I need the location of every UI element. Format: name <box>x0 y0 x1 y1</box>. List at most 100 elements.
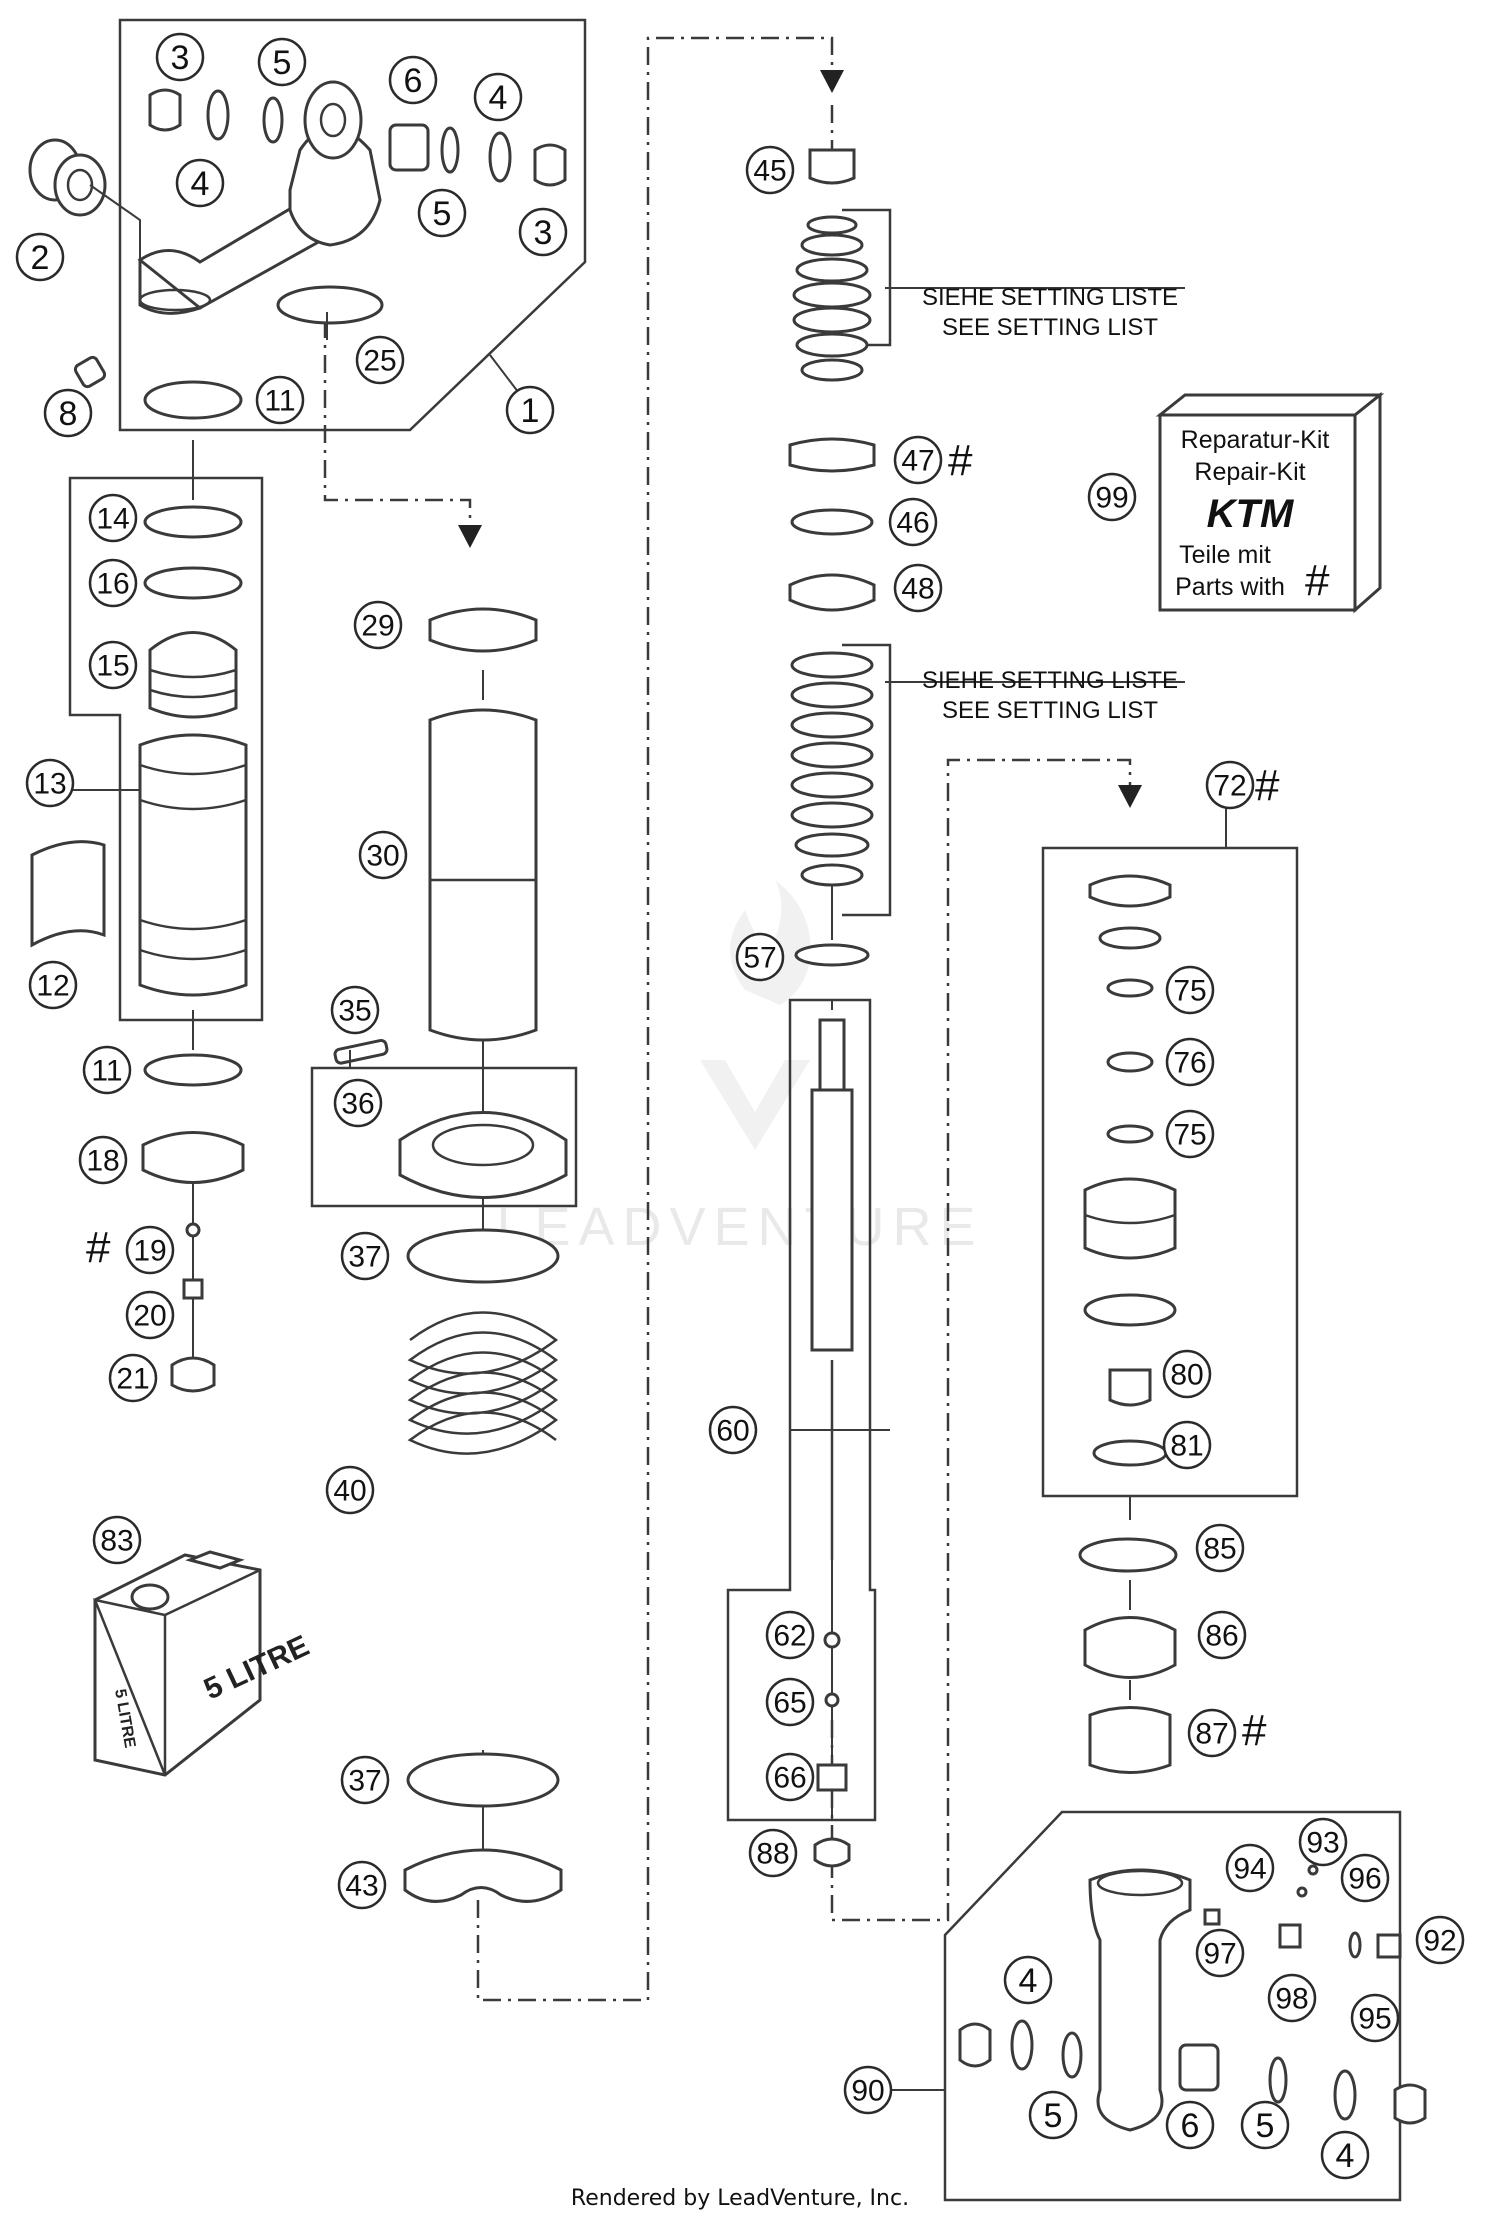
callout-circle <box>1240 2100 1290 2150</box>
reservoir-parts <box>30 505 248 1393</box>
callout-2: 2 <box>15 232 65 282</box>
callout-circle <box>893 563 943 613</box>
repair-kit-box: Reparatur-Kit Repair-Kit KTM Teile mit P… <box>1155 391 1385 614</box>
callout-number: 95 <box>1358 2003 1391 2036</box>
callout-circle <box>88 640 138 690</box>
callout-circle <box>337 1860 387 1910</box>
callout-number: 46 <box>896 507 929 540</box>
callout-57: 57 <box>735 932 785 982</box>
callout-circle <box>155 32 205 82</box>
hash-mark-87: # <box>1242 1706 1267 1755</box>
callout-30: 30 <box>358 830 408 880</box>
callout-circle <box>175 158 225 208</box>
spring-column <box>333 607 568 1903</box>
callout-circle <box>735 932 785 982</box>
callout-number: 5 <box>1256 2107 1275 2145</box>
callout-circle <box>43 388 93 438</box>
callout-18: 18 <box>78 1135 128 1185</box>
setting-note-de-1: SIEHE SETTING LISTE <box>922 284 1178 311</box>
callout-circle <box>88 558 138 608</box>
callout-81: 81 <box>1162 1420 1212 1470</box>
callout-75: 75 <box>1165 965 1215 1015</box>
callout-29: 29 <box>353 600 403 650</box>
callout-number: 30 <box>366 840 399 873</box>
box-reservoir-assembly <box>68 476 264 1022</box>
callout-number: 76 <box>1173 1047 1206 1080</box>
upper-mount <box>137 80 382 315</box>
callout-5: 5 <box>257 37 307 87</box>
callout-circle <box>1267 1973 1317 2023</box>
callout-number: 3 <box>534 214 553 252</box>
callout-circle <box>1028 2090 1078 2140</box>
callout-circle <box>1195 1523 1245 1573</box>
callout-37: 37 <box>340 1231 390 1281</box>
callout-62: 62 <box>765 1610 815 1660</box>
callout-circle <box>325 1465 375 1515</box>
callout-number: 45 <box>753 155 786 188</box>
hash-mark-19: # <box>86 1223 111 1272</box>
callout-15: 15 <box>88 640 138 690</box>
group-boxes <box>68 18 1402 2202</box>
callout-number: 11 <box>91 1055 122 1088</box>
callout-number: 86 <box>1205 1620 1238 1653</box>
oil-can: 5 LITRE 5 LITRE <box>92 1550 314 1777</box>
callout-20: 20 <box>125 1290 175 1340</box>
callout-number: 62 <box>773 1620 806 1653</box>
callout-circle <box>92 1515 142 1565</box>
callout-46: 46 <box>888 497 938 547</box>
callout-11: 11 <box>255 375 305 425</box>
callout-circle <box>1205 760 1255 810</box>
callout-72: 72 <box>1205 760 1255 810</box>
callout-number: 83 <box>100 1525 133 1558</box>
callout-number: 13 <box>33 768 66 801</box>
center-shaft-stack <box>788 148 876 1868</box>
callout-number: 5 <box>273 44 292 82</box>
box-pivot-assembly <box>118 18 587 432</box>
callout-number: 75 <box>1173 975 1206 1008</box>
kit-line-3: Teile mit <box>1179 541 1271 569</box>
callout-circle <box>28 960 78 1010</box>
callout-number: 29 <box>361 610 394 643</box>
callout-5: 5 <box>417 188 467 238</box>
callout-circle <box>505 385 555 435</box>
callout-number: 81 <box>1170 1430 1203 1463</box>
callout-circle <box>1003 1955 1053 2005</box>
callout-19: 19 <box>125 1225 175 1275</box>
axis-lines <box>192 440 1131 1860</box>
callout-45: 45 <box>745 145 795 195</box>
callout-4: 4 <box>1003 1955 1053 2005</box>
part-2-bushing <box>28 138 107 217</box>
callout-number: 35 <box>338 995 371 1028</box>
callout-number: 12 <box>36 970 69 1003</box>
callout-circle <box>843 2065 893 2115</box>
callout-number: 65 <box>773 1687 806 1720</box>
callout-number: 40 <box>333 1475 366 1508</box>
callout-number: 14 <box>96 503 129 536</box>
callout-3: 3 <box>155 32 205 82</box>
callout-6: 6 <box>1165 2100 1215 2150</box>
callout-number: 2 <box>31 239 50 277</box>
callout-circle <box>1340 1853 1390 1903</box>
callout-circle <box>1320 2130 1370 2180</box>
callout-circle <box>765 1752 815 1802</box>
kit-line-2: Repair-Kit <box>1194 458 1305 486</box>
callout-circle <box>1087 472 1137 522</box>
callout-circle <box>15 232 65 282</box>
callout-number: 97 <box>1203 1938 1236 1971</box>
callout-circle <box>78 1135 128 1185</box>
callout-circle <box>1165 965 1215 1015</box>
callout-65: 65 <box>765 1677 815 1727</box>
callout-number: 6 <box>1181 2107 1200 2145</box>
callout-12: 12 <box>28 960 78 1010</box>
callout-number: 60 <box>716 1415 749 1448</box>
callout-number: 11 <box>264 385 295 418</box>
callout-90: 90 <box>843 2065 893 2115</box>
callout-number: 80 <box>1170 1359 1203 1392</box>
callout-circle <box>1162 1420 1212 1470</box>
callout-21: 21 <box>108 1353 158 1403</box>
callout-85: 85 <box>1195 1523 1245 1573</box>
callout-95: 95 <box>1350 1993 1400 2043</box>
callout-76: 76 <box>1165 1037 1215 1087</box>
callout-25: 25 <box>355 335 405 385</box>
